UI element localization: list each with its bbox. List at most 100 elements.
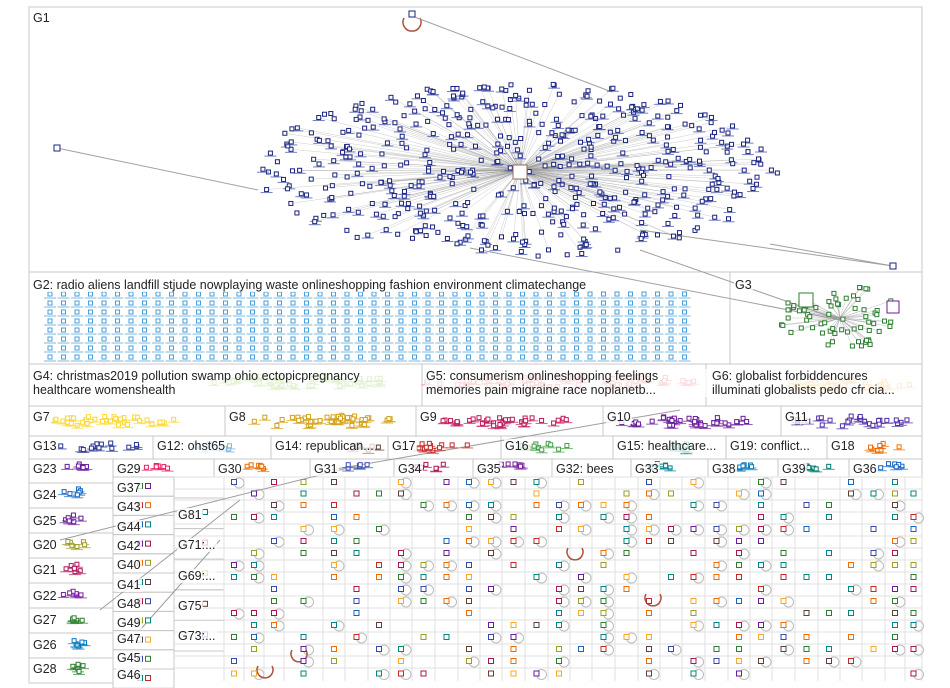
- isolate-node: [376, 574, 382, 580]
- group-label-G44: G44: [116, 520, 142, 534]
- node-G1: [703, 149, 709, 155]
- node-G1: [356, 161, 362, 167]
- node-G1: [451, 146, 457, 152]
- edge: [822, 317, 841, 334]
- node-left: [80, 663, 86, 669]
- isolate-node: [600, 646, 607, 652]
- edge: [839, 310, 878, 319]
- node-G1: [409, 235, 415, 241]
- node-g7x: [202, 600, 208, 607]
- node-left: [66, 518, 72, 524]
- node-G2: [277, 336, 282, 342]
- edge: [519, 116, 591, 171]
- node-mid: [145, 579, 151, 585]
- node-G1: [425, 118, 431, 124]
- node-G1: [597, 124, 603, 130]
- node-G1: [600, 113, 606, 119]
- isolate-node: [466, 646, 472, 652]
- node-G11: [819, 422, 825, 428]
- edge: [462, 92, 521, 171]
- node-G2: [506, 336, 512, 342]
- node-G1: [719, 139, 725, 145]
- node-G1: [604, 163, 610, 169]
- isolate-node: [646, 490, 652, 497]
- isolate-node: [892, 479, 898, 485]
- node-G3: [835, 301, 841, 307]
- node-G3: [839, 327, 845, 333]
- node-G3: [858, 343, 864, 349]
- group-label-G7: G7: [32, 410, 51, 424]
- node-G1: [328, 143, 334, 149]
- node-left: [71, 565, 77, 571]
- edge: [839, 287, 860, 319]
- node-G1: [642, 192, 648, 198]
- node-left: [78, 592, 84, 598]
- node-G1: [430, 89, 436, 95]
- node-G18: [896, 444, 902, 450]
- node-G1: [392, 120, 398, 126]
- isolate-node: [892, 598, 898, 604]
- node-G2: [317, 345, 323, 351]
- node-G8: [313, 418, 319, 424]
- node-G2: [88, 300, 93, 306]
- node-small: [663, 463, 669, 469]
- node-G1: [577, 161, 583, 167]
- edge: [456, 88, 521, 171]
- node-G1: [730, 161, 736, 167]
- node-G1: [514, 147, 520, 153]
- node-G1: [641, 102, 647, 108]
- node-G2: [682, 300, 687, 306]
- node-G2: [88, 354, 93, 360]
- node-G1: [666, 174, 672, 180]
- edge: [501, 89, 521, 171]
- isolate-node: [600, 622, 607, 628]
- node-G1: [289, 126, 295, 132]
- node-small: [749, 464, 755, 470]
- node-G3: [832, 330, 838, 336]
- node-G1: [442, 115, 448, 121]
- node-G1: [416, 183, 422, 189]
- node-G2: [88, 309, 93, 315]
- node-left: [60, 592, 66, 598]
- node-G2: [277, 309, 282, 315]
- node-G2: [277, 345, 282, 351]
- node-G7: [85, 414, 91, 420]
- isolate-node: [623, 586, 630, 592]
- node-G2: [547, 327, 552, 333]
- isolate-node: [251, 562, 257, 568]
- node-G2: [182, 309, 188, 315]
- node-G1: [579, 251, 585, 257]
- edge: [501, 169, 521, 237]
- edge: [452, 88, 521, 171]
- node-G1: [485, 242, 491, 248]
- isolate-node: [690, 479, 697, 485]
- node-G2: [250, 336, 255, 342]
- isolate-node: [466, 586, 472, 592]
- node-G2: [128, 291, 134, 297]
- isolate-node: [398, 670, 404, 677]
- node-G11: [845, 419, 851, 425]
- node-G3: [861, 307, 867, 313]
- node-G1: [586, 136, 592, 142]
- edge: [519, 169, 614, 218]
- node-G2: [317, 300, 323, 306]
- node-G2: [88, 345, 93, 351]
- node-G1: [597, 98, 603, 104]
- node-G1: [311, 156, 317, 162]
- node-small: [357, 462, 363, 468]
- isolate-node: [600, 634, 607, 640]
- node-small: [64, 463, 70, 469]
- node-G2: [142, 291, 147, 297]
- group-label-G38: G38: [711, 462, 737, 476]
- node-G2: [479, 345, 485, 351]
- node-G2: [560, 345, 566, 351]
- isolate-node: [848, 610, 854, 616]
- isolate-node: [870, 562, 877, 568]
- node-G2: [169, 327, 174, 333]
- node-G1: [724, 149, 730, 155]
- isolate-node: [578, 479, 584, 485]
- node-G2: [371, 345, 377, 351]
- node-G1: [563, 214, 569, 220]
- node-G1: [294, 210, 300, 216]
- node-G1: [513, 92, 519, 98]
